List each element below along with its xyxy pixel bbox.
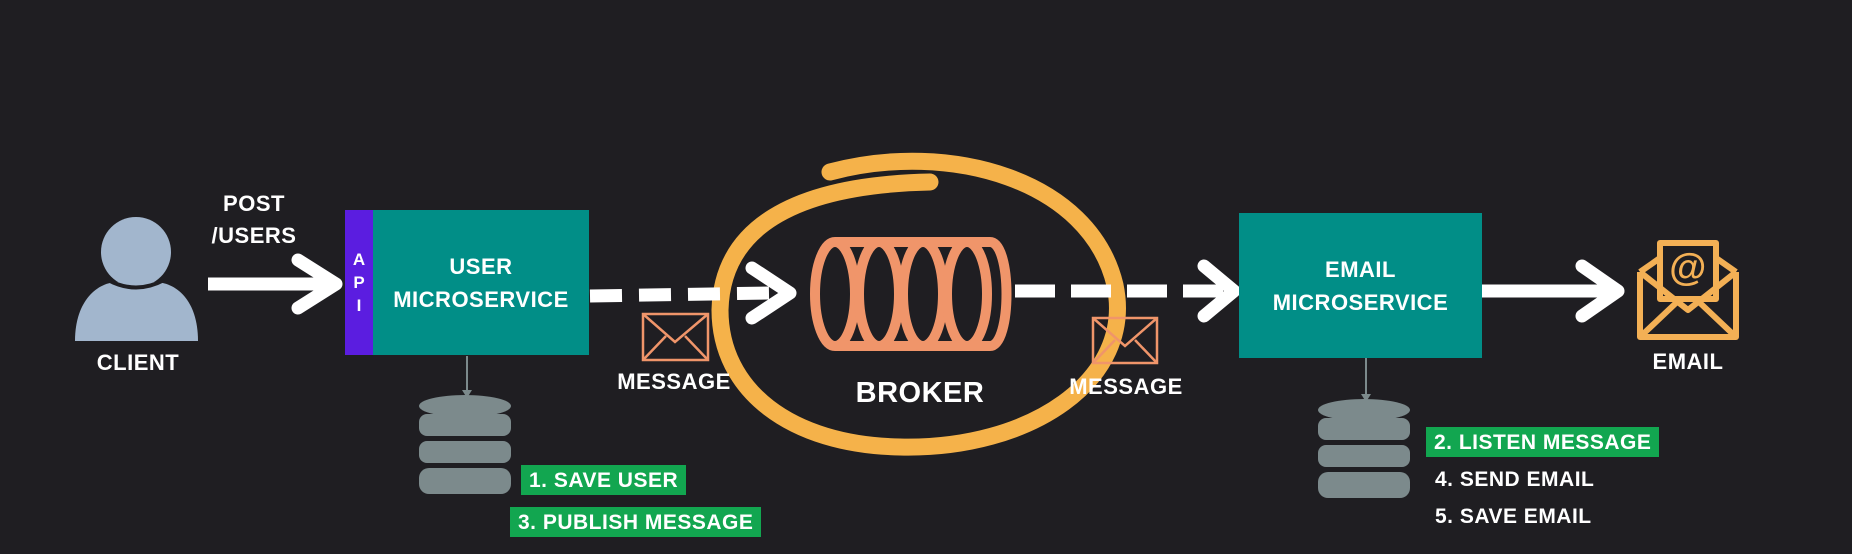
api-letter: A bbox=[352, 250, 366, 269]
broker-queue-icon bbox=[810, 237, 1012, 351]
email-microservice-box: EMAIL MICROSERVICE bbox=[1239, 213, 1482, 358]
broker-label: BROKER bbox=[855, 377, 985, 409]
email-db-connector bbox=[1361, 358, 1371, 402]
email-label: EMAIL bbox=[1652, 349, 1724, 374]
envelope-icon bbox=[641, 312, 710, 362]
step-tag: 1. SAVE USER bbox=[521, 465, 687, 495]
api-letter: I bbox=[356, 296, 362, 315]
step-tag: 2. LISTEN MESSAGE bbox=[1426, 427, 1660, 457]
api-letter: P bbox=[353, 273, 365, 292]
consume-dashed-arrow bbox=[1015, 259, 1241, 323]
email-database-icon bbox=[1318, 399, 1410, 498]
api-strip: A P I bbox=[345, 210, 373, 355]
step-text: 5. SAVE EMAIL bbox=[1435, 505, 1592, 528]
email-microservice-subtitle: MICROSERVICE bbox=[1272, 289, 1449, 315]
request-arrow bbox=[208, 253, 343, 315]
user-database-icon bbox=[419, 395, 511, 494]
step-tag: 3. PUBLISH MESSAGE bbox=[510, 507, 762, 537]
request-path-label: /USERS bbox=[211, 223, 297, 248]
envelope-icon bbox=[1091, 316, 1159, 365]
message-label-right: MESSAGE bbox=[1069, 374, 1183, 399]
step-text: 4. SEND EMAIL bbox=[1435, 468, 1595, 491]
email-microservice-title: EMAIL bbox=[1325, 256, 1396, 282]
user-db-connector bbox=[462, 356, 472, 398]
publish-dashed-arrow bbox=[589, 261, 797, 325]
client-label: CLIENT bbox=[96, 350, 180, 375]
user-microservice-box: USER MICROSERVICE bbox=[373, 210, 589, 355]
email-at-symbol: @ bbox=[1669, 247, 1707, 289]
email-at-icon bbox=[1637, 240, 1739, 340]
send-email-arrow bbox=[1482, 259, 1625, 323]
user-microservice-title: USER bbox=[449, 253, 513, 279]
client-icon bbox=[75, 217, 198, 341]
request-method-label: POST bbox=[223, 191, 285, 216]
message-label-left: MESSAGE bbox=[617, 369, 731, 394]
highlight-ring bbox=[711, 152, 1126, 456]
user-microservice-subtitle: MICROSERVICE bbox=[393, 286, 569, 312]
